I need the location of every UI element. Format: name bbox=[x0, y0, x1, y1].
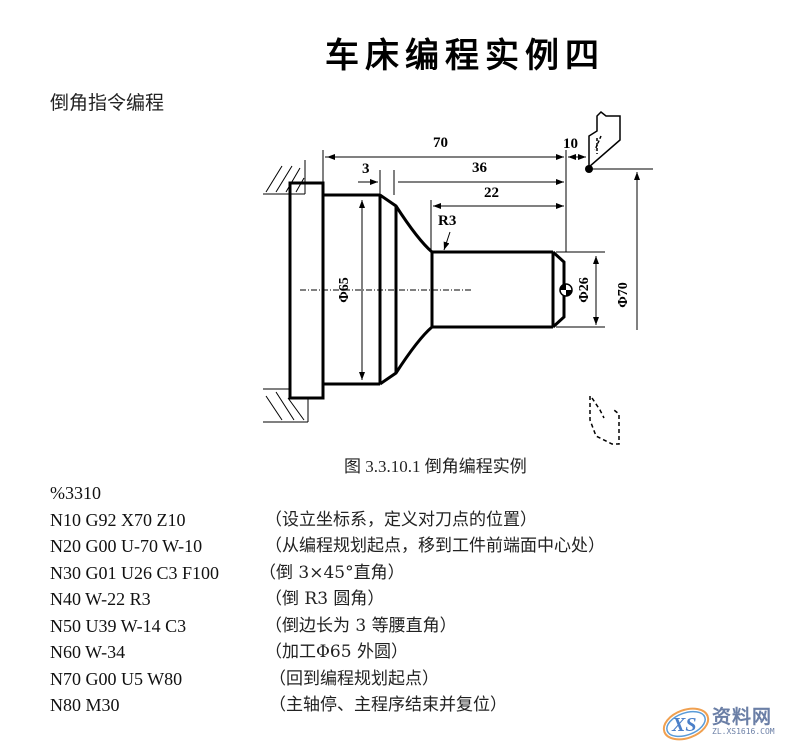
dim-22: 22 bbox=[484, 185, 499, 201]
cutting-tool-icon bbox=[588, 110, 621, 169]
program-number: %3310 bbox=[50, 483, 101, 503]
chuck-hatch-top bbox=[263, 160, 306, 195]
watermark-url: ZL.XS1616.COM bbox=[712, 727, 775, 736]
nc-program: %3310 N10 G92 X70 Z10 （设立坐标系，定义对刀点的位置） N… bbox=[50, 480, 605, 719]
program-line: N10 G92 X70 Z10 （设立坐标系，定义对刀点的位置） bbox=[50, 507, 605, 534]
program-line: N80 M30 （主轴停、主程序结束并复位） bbox=[50, 692, 605, 719]
nc-code: N20 G00 U-70 W-10 bbox=[50, 536, 203, 556]
nc-comment: （倒 3×45°直角） bbox=[259, 562, 405, 583]
nc-code: N40 W-22 R3 bbox=[50, 589, 151, 609]
nc-comment: （设立坐标系，定义对刀点的位置） bbox=[265, 509, 537, 530]
figure-caption: 图 3.3.10.1 倒角编程实例 bbox=[344, 457, 527, 476]
watermark-brand: 资料网 bbox=[712, 706, 773, 728]
watermark-logo: XS 资料网 ZL.XS1616.COM bbox=[660, 700, 790, 744]
program-line: N50 U39 W-14 C3 （倒边长为 3 等腰直角） bbox=[50, 613, 605, 640]
dia-65: Φ65 bbox=[337, 277, 352, 303]
chuck-hatch-bottom bbox=[263, 388, 309, 423]
program-line: N20 G00 U-70 W-10 （从编程规划起点，移到工件前端面中心处） bbox=[50, 533, 605, 560]
nc-comment: （倒 R3 圆角） bbox=[265, 589, 385, 609]
page-title: 车床编程实例四 bbox=[325, 36, 605, 76]
radius-r3: R3 bbox=[438, 213, 456, 229]
nc-comment: （回到编程规划起点） bbox=[269, 668, 439, 689]
nc-comment: （主轴停、主程序结束并复位） bbox=[269, 695, 507, 715]
nc-code: N50 U39 W-14 C3 bbox=[50, 615, 187, 636]
nc-comment: （从编程规划起点，移到工件前端面中心处） bbox=[265, 536, 605, 556]
nc-comment: （倒边长为 3 等腰直角） bbox=[265, 615, 457, 636]
nc-comment: （加工Φ65 外圆） bbox=[265, 642, 408, 662]
origin-marker-icon bbox=[559, 283, 573, 297]
program-line: N40 W-22 R3 （倒 R3 圆角） bbox=[50, 586, 605, 613]
dim-3: 3 bbox=[362, 161, 370, 177]
xs-logo-icon: XS bbox=[662, 707, 710, 741]
dia-26: Φ26 bbox=[577, 277, 592, 303]
dim-36: 36 bbox=[472, 160, 488, 176]
program-line: N60 W-34 （加工Φ65 外圆） bbox=[50, 639, 605, 666]
nc-code: N60 W-34 bbox=[50, 642, 126, 662]
dim-70: 70 bbox=[433, 135, 448, 151]
start-point-dot bbox=[585, 165, 593, 173]
tool-end-position-icon bbox=[589, 396, 620, 445]
nc-code: N80 M30 bbox=[50, 695, 120, 715]
nc-code: N30 G01 U26 C3 F100 bbox=[50, 562, 220, 583]
dia-70: Φ70 bbox=[616, 282, 631, 308]
svg-text:XS: XS bbox=[671, 714, 696, 736]
dimension-lines bbox=[322, 150, 653, 380]
program-line: N70 G00 U5 W80 （回到编程规划起点） bbox=[50, 666, 605, 693]
section-subtitle: 倒角指令编程 bbox=[50, 92, 165, 114]
dim-10: 10 bbox=[563, 136, 578, 152]
program-line: N30 G01 U26 C3 F100 （倒 3×45°直角） bbox=[50, 560, 605, 587]
lathe-part-drawing: 70 10 3 36 22 R3 Φ65 Φ26 Φ70 bbox=[263, 110, 653, 445]
nc-code: N70 G00 U5 W80 bbox=[50, 668, 183, 689]
nc-code: N10 G92 X70 Z10 bbox=[50, 509, 186, 530]
